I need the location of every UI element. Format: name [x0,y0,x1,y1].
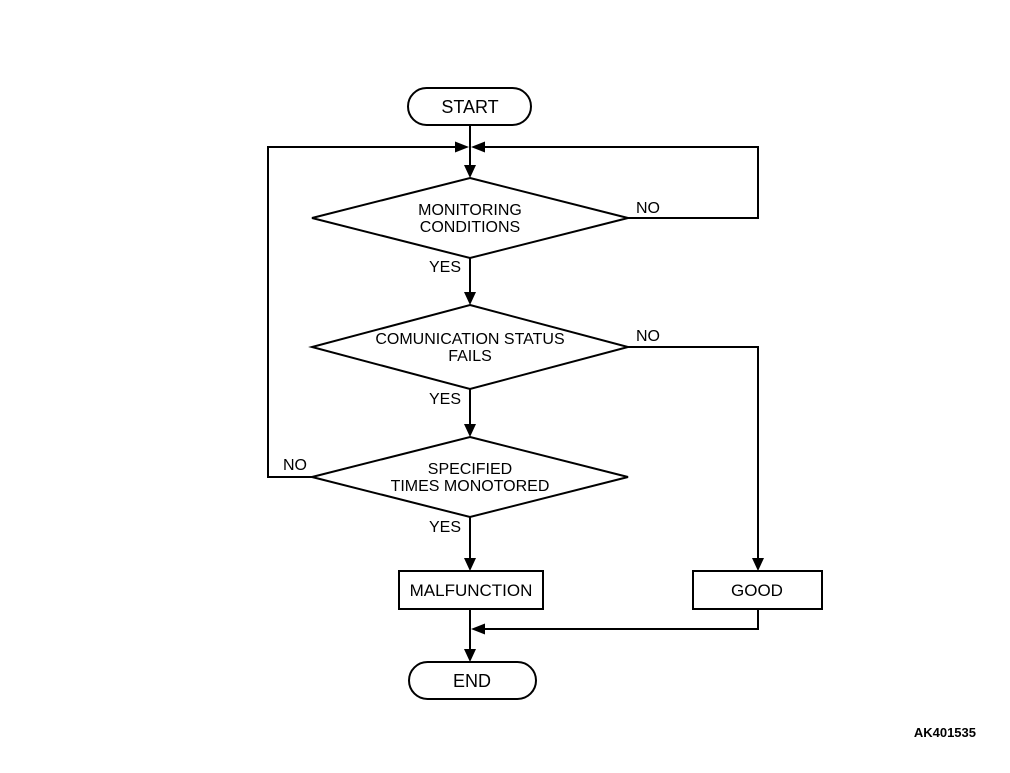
end-label: END [453,671,491,691]
arrowheads [455,141,764,662]
edge-communication-no [628,346,759,564]
malfunction-process-shape [398,570,544,610]
communication-status-decision-shape [308,303,632,391]
specified-label-line1: SPECIFIED [428,461,512,478]
arrowhead-into-communication [464,292,476,305]
monitoring-conditions-decision-shape [311,176,629,260]
specified-no-label: NO [283,457,307,474]
communication-label-line2: FAILS [448,348,492,365]
end-terminator-shape [408,661,537,700]
arrowhead-into-malfunction [464,558,476,571]
figure-code: AK401535 [914,725,976,740]
edge-specified-no-left-loop [267,146,455,478]
communication-label-line1: COMUNICATION STATUS [375,331,564,348]
good-label: GOOD [731,581,783,600]
arrowhead-into-end [464,649,476,662]
communication-no-label: NO [636,328,660,345]
communication-yes-label: YES [429,391,461,408]
arrowhead-good-merge [471,623,485,635]
edge-good-to-merge [485,609,759,630]
arrowhead-right-loop-into-junction [471,141,485,153]
edges [267,125,759,655]
arrowhead-into-monitoring [464,165,476,178]
specified-yes-label: YES [429,519,461,536]
start-label: START [441,97,498,117]
arrowhead-into-specified [464,424,476,437]
arrowhead-left-loop-into-junction [455,141,469,153]
monitoring-label-line2: CONDITIONS [420,219,520,236]
monitoring-label-line1: MONITORING [418,202,522,219]
edge-labels: YES NO YES NO YES NO [283,200,660,536]
node-labels: START MONITORING CONDITIONS COMUNICATION… [375,97,783,691]
start-terminator-shape [407,87,532,126]
monitoring-yes-label: YES [429,259,461,276]
specified-label-line2: TIMES MONOTORED [391,478,550,495]
specified-times-decision-shape [311,435,629,519]
edge-monitoring-no-right-loop [485,146,759,219]
node-shapes [308,87,823,700]
monitoring-no-label: NO [636,200,660,217]
malfunction-label: MALFUNCTION [410,581,533,600]
arrowhead-into-good [752,558,764,571]
good-process-shape [692,570,823,610]
